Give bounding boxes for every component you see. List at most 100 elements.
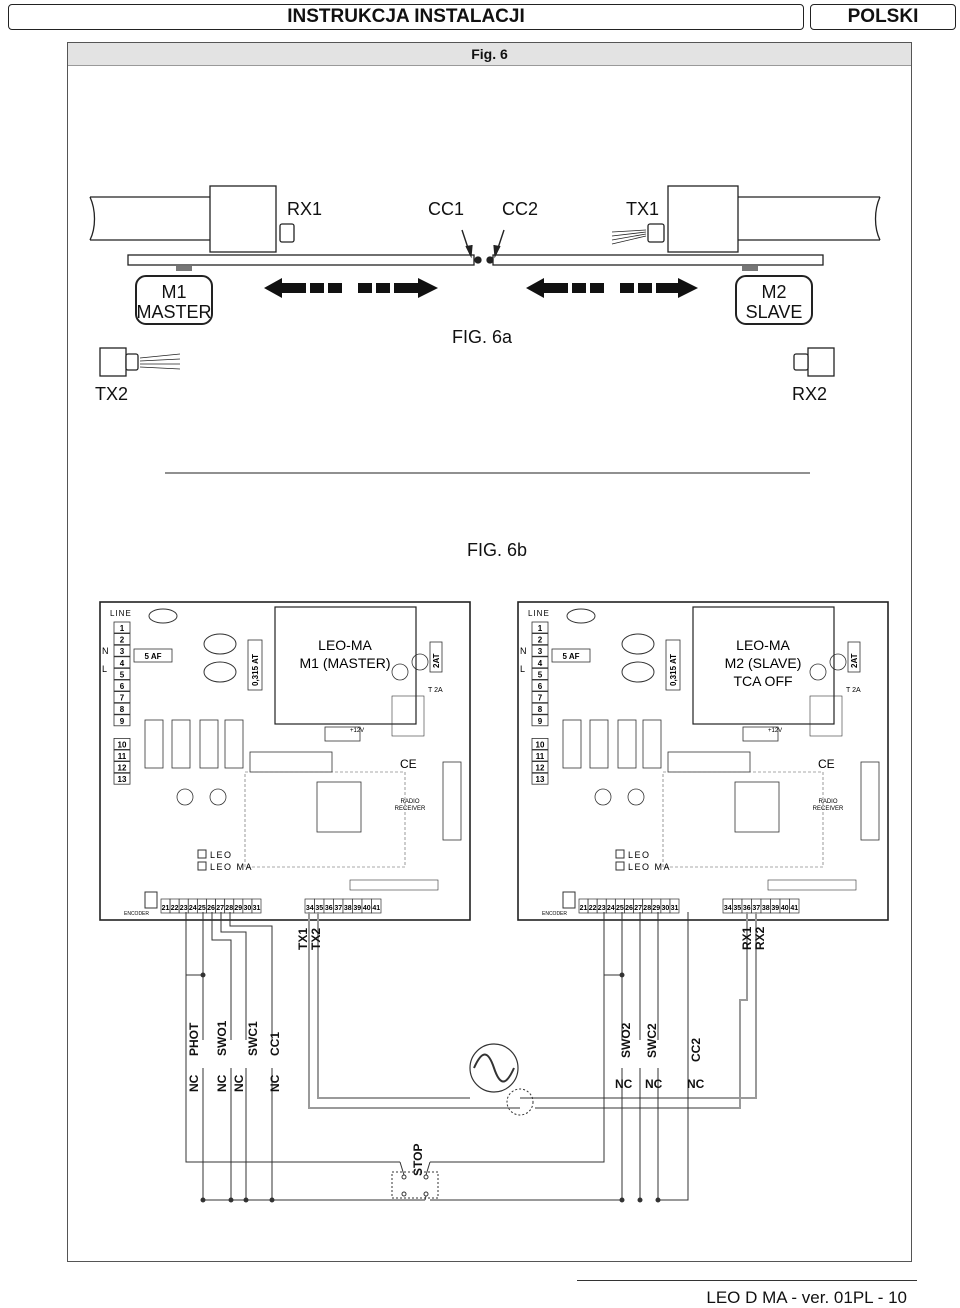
label-rx2: RX2 <box>792 384 827 404</box>
master-terminal-bottom-a-num: 28 <box>225 905 233 912</box>
slave-coil-2 <box>621 661 655 683</box>
slave-capacitor <box>809 663 827 681</box>
master-relay <box>199 719 219 769</box>
slave-fuse-5af <box>551 648 591 663</box>
master-terminal-left-num: 5 <box>120 670 125 679</box>
master-terminal-left-num: 11 <box>118 752 127 761</box>
master-terminal-left-num: 2 <box>120 636 125 645</box>
master-terminal-left <box>113 668 131 680</box>
slave-fuse-0315-label: 0,315 AT <box>669 654 678 686</box>
page-header: INSTRUKCJA INSTALACJI POLSKI <box>4 4 956 30</box>
label-tx2-wire: TX2 <box>309 928 323 950</box>
master-terminal-bottom-a-num: 26 <box>207 905 215 912</box>
slave-terminal-bottom-a-num: 26 <box>625 905 633 912</box>
master-terminal-left <box>113 691 131 703</box>
master-radio-label: RADIO <box>400 799 419 805</box>
master-terminal-bottom-a-num: 29 <box>234 905 242 912</box>
master-capacitor <box>411 653 429 671</box>
master-coil-1 <box>203 633 237 655</box>
label-m1: M1 <box>161 282 186 302</box>
label-tx1-wire: TX1 <box>296 928 310 950</box>
slave-terminal-left <box>531 772 549 785</box>
slave-terminal-bottom-a <box>669 898 680 914</box>
master-terminal-left-num: 8 <box>120 705 125 714</box>
master-terminal-bottom-a-num: 31 <box>253 905 261 912</box>
slave-terminal-left-num: 10 <box>536 740 545 749</box>
master-n-label: N <box>102 646 109 656</box>
slave-terminal-left <box>531 749 549 762</box>
master-terminal-left-num: 13 <box>118 775 127 784</box>
left-double-arrow <box>264 278 438 298</box>
slave-terminal-bottom-a-num: 30 <box>662 905 670 912</box>
master-leo-ma-box <box>197 861 207 871</box>
slave-terminal-bottom-b-num: 39 <box>771 905 779 912</box>
master-terminal-left-num: 10 <box>118 740 127 749</box>
master-terminal-left <box>113 679 131 692</box>
master-coil-3 <box>148 608 178 624</box>
master-fuse-2at <box>429 641 443 673</box>
label-nc-swo2: NC <box>615 1077 633 1091</box>
master-relay <box>224 719 244 769</box>
fig6a-caption: FIG. 6a <box>452 327 513 347</box>
slave-radio-connector <box>860 761 880 841</box>
master-terminal-bottom-a-num: 24 <box>189 905 197 912</box>
fig6b-wiring <box>185 912 757 1203</box>
label-nc-swc2: NC <box>645 1077 663 1091</box>
header-language: POLSKI <box>810 4 956 30</box>
slave-capacitor <box>627 788 645 806</box>
master-terminal-bottom-b-num: 38 <box>344 905 352 912</box>
slave-terminal-left-num: 12 <box>536 764 545 773</box>
slave-terminal-left-num: 11 <box>536 752 545 761</box>
master-relay <box>171 719 191 769</box>
master-terminal-left <box>113 621 131 634</box>
slave-12v-label: +12V <box>768 728 782 734</box>
master-terminal-left <box>113 761 131 774</box>
master-leo-ma-label: LEO MA <box>210 862 253 872</box>
slave-terminal-bottom-b-num: 40 <box>781 905 789 912</box>
master-terminal-bottom-b-num: 35 <box>315 905 323 912</box>
master-encoder-connector <box>144 891 158 909</box>
label-nc-swo1: NC <box>215 1074 229 1092</box>
slave-terminal-left-num: 4 <box>538 659 543 668</box>
slave-board-role: M2 (SLAVE) <box>725 655 802 671</box>
master-radio-connector <box>442 761 462 841</box>
slave-terminal-left-num: 6 <box>538 682 543 691</box>
master-terminal-left-num: 7 <box>120 694 125 703</box>
master-line-label: LINE <box>110 609 132 618</box>
right-double-arrow <box>526 278 698 298</box>
master-terminal-left-num: 6 <box>120 682 125 691</box>
header-title: INSTRUKCJA INSTALACJI <box>8 4 804 30</box>
slave-terminal-bottom-b <box>789 898 800 914</box>
label-nc-phot: NC <box>187 1074 201 1092</box>
master-leo-label: LEO <box>210 850 233 860</box>
slave-encoder-connector <box>562 891 576 909</box>
label-stop: STOP <box>411 1144 425 1176</box>
slave-dip-switch <box>809 695 843 737</box>
master-relay <box>144 719 164 769</box>
master-terminal-bottom-a-num: 25 <box>198 905 206 912</box>
master-board-model: LEO-MA <box>318 637 372 653</box>
slave-terminal-bottom-b-num: 34 <box>724 905 732 912</box>
slave-terminal-bottom-b-num: 37 <box>752 905 760 912</box>
master-terminal-bottom-b-num: 39 <box>353 905 361 912</box>
slave-terminal-left <box>531 656 549 669</box>
slave-terminal-bottom-a-num: 29 <box>652 905 660 912</box>
master-terminal-left-num: 9 <box>120 717 125 726</box>
slave-relay <box>589 719 609 769</box>
slave-terminal-bottom-b-num: 35 <box>733 905 741 912</box>
slave-terminal-left <box>531 702 549 715</box>
master-l-label: L <box>102 664 107 674</box>
slave-terminal-bottom-a-num: 24 <box>607 905 615 912</box>
fig6b-caption: FIG. 6b <box>467 540 527 560</box>
slave-leo-label: LEO <box>628 850 651 860</box>
slave-connector-top <box>742 726 779 742</box>
slave-fuse-5af-label: 5 AF <box>562 652 579 661</box>
label-slave: SLAVE <box>746 302 803 322</box>
slave-terminal-left-num: 3 <box>538 647 543 656</box>
slave-t2a-label: T 2A <box>846 687 861 694</box>
slave-terminal-bottom-a-num: 27 <box>634 905 642 912</box>
master-capacitor <box>209 788 227 806</box>
label-tx1: TX1 <box>626 199 659 219</box>
master-terminal-bottom-a-num: 27 <box>216 905 224 912</box>
